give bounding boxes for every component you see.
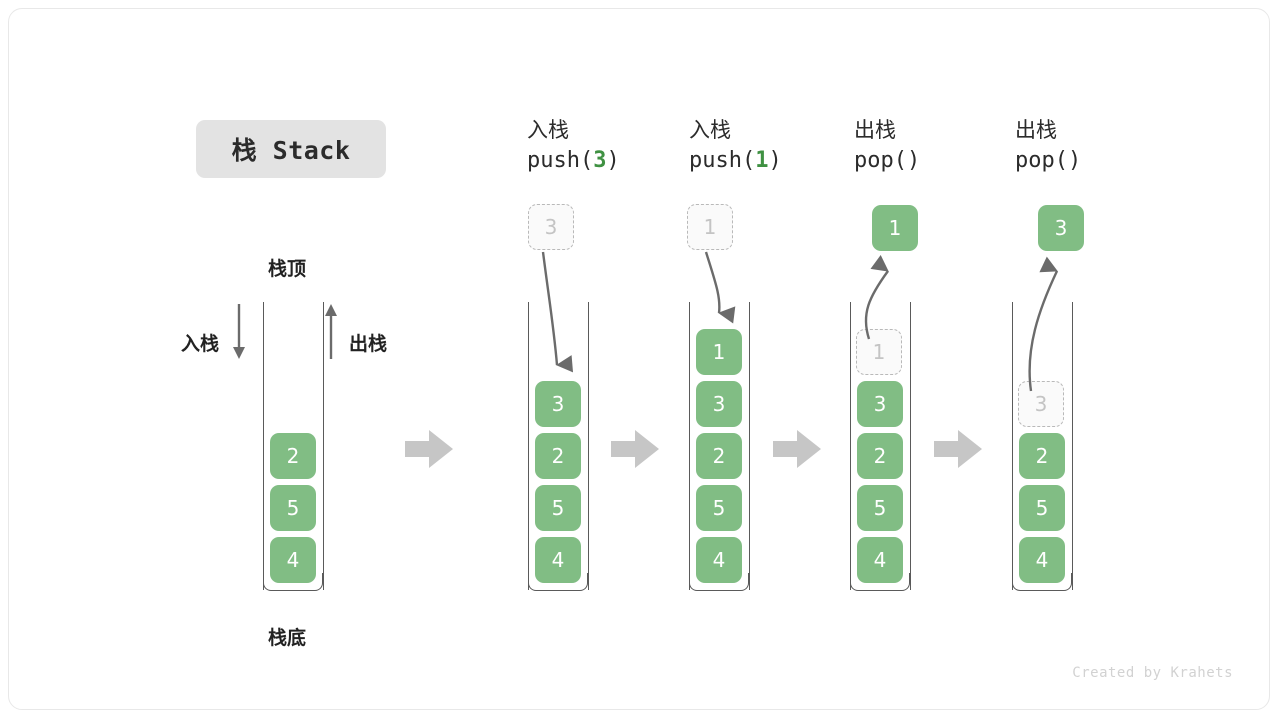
step-header-cn: 出栈 (1015, 118, 1057, 142)
step-header-cn: 出栈 (854, 118, 896, 142)
step-header-push-3: 入栈 push(3) (527, 115, 687, 177)
step-header-cn: 入栈 (689, 118, 731, 142)
stack-wall-right (910, 302, 911, 590)
stack-floor (689, 573, 749, 591)
stack-wall-right (588, 302, 589, 590)
stack-floor (850, 573, 910, 591)
stack-frame-initial (263, 302, 325, 591)
stack-cell: 4 (535, 537, 581, 583)
stack-cell: 1 (696, 329, 742, 375)
stack-wall-left (528, 302, 529, 590)
stack-top-label: 栈顶 (268, 258, 307, 280)
pop-direction-arrow (325, 304, 337, 359)
stack-cell: 5 (696, 485, 742, 531)
stack-cell: 5 (535, 485, 581, 531)
stack-cell: 2 (1019, 433, 1065, 479)
stack-floor (263, 573, 323, 591)
floating-cell-popped: 3 (1038, 205, 1084, 251)
step-header-pop-3: 出栈 pop() (1015, 115, 1175, 177)
page-title: 栈 Stack (231, 136, 351, 165)
floating-cell-ghost: 3 (528, 204, 574, 250)
step-header-cn: 入栈 (527, 118, 569, 142)
floating-cell-ghost: 1 (687, 204, 733, 250)
diagram-title-chip: 栈 Stack (196, 120, 386, 178)
stack-cell: 5 (270, 485, 316, 531)
stack-frame-pop-1 (850, 302, 912, 591)
step-header-code: pop() (854, 148, 921, 173)
stack-cell: 4 (857, 537, 903, 583)
push-side-label: 入栈 (181, 333, 220, 355)
stack-floor (528, 573, 588, 591)
stack-cell: 2 (696, 433, 742, 479)
stack-wall-left (263, 302, 264, 590)
stack-cell: 2 (857, 433, 903, 479)
step-header-pop-1: 出栈 pop() (854, 115, 1014, 177)
diagram-card: 栈 Stack 栈顶 入栈 出栈 2 5 4 栈底 入栈 push(3) 3 3… (8, 8, 1270, 710)
stack-cell: 3 (535, 381, 581, 427)
stack-bottom-label: 栈底 (268, 627, 307, 649)
stack-wall-left (850, 302, 851, 590)
step-header-code: push(1) (689, 148, 782, 173)
pop-side-label: 出栈 (349, 333, 388, 355)
stack-wall-left (689, 302, 690, 590)
stack-cell: 2 (535, 433, 581, 479)
flow-arrow (611, 430, 659, 468)
step-header-push-1: 入栈 push(1) (689, 115, 849, 177)
stack-cell: 3 (857, 381, 903, 427)
stack-cell: 4 (270, 537, 316, 583)
stack-cell: 5 (1019, 485, 1065, 531)
push-direction-arrow (233, 304, 245, 359)
stack-frame-pop-3 (1012, 302, 1074, 591)
stack-cell-ghost: 3 (1018, 381, 1064, 427)
stack-cell: 5 (857, 485, 903, 531)
stack-wall-right (749, 302, 750, 590)
floating-cell-popped: 1 (872, 205, 918, 251)
stack-wall-left (1012, 302, 1013, 590)
flow-arrow (934, 430, 982, 468)
step-header-code: pop() (1015, 148, 1082, 173)
stack-frame-push-3 (528, 302, 590, 591)
flow-arrow (405, 430, 453, 468)
credit-footer: Created by Krahets (1072, 665, 1233, 681)
stack-wall-right (1072, 302, 1073, 590)
stack-floor (1012, 573, 1072, 591)
flow-arrow (773, 430, 821, 468)
stack-cell: 4 (1019, 537, 1065, 583)
stack-cell: 4 (696, 537, 742, 583)
stack-cell-ghost: 1 (856, 329, 902, 375)
stack-cell: 2 (270, 433, 316, 479)
stack-wall-right (323, 302, 324, 590)
step-header-code: push(3) (527, 148, 620, 173)
stack-cell: 3 (696, 381, 742, 427)
stack-frame-push-1 (689, 302, 751, 591)
